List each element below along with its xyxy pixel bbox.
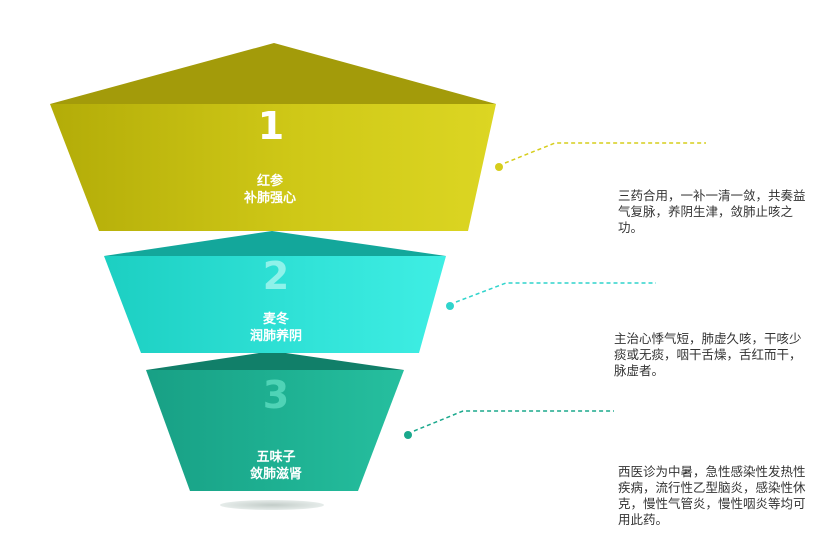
tier-2-front-face bbox=[104, 256, 446, 353]
connector-1 bbox=[495, 142, 706, 171]
tier-1-herb: 红参 bbox=[257, 173, 284, 189]
connector-2-line bbox=[455, 282, 656, 303]
tier-3-number: 3 bbox=[263, 373, 289, 417]
tier-2-top-face bbox=[104, 231, 446, 256]
tier-1-effect: 补肺强心 bbox=[243, 190, 296, 206]
connector-1-line bbox=[504, 142, 706, 164]
connector-2-dot bbox=[446, 302, 454, 310]
tier-3-top-face bbox=[146, 351, 404, 370]
funnel-tier-3: 3 五味子 敛肺滋肾 bbox=[146, 351, 404, 491]
tier-3-herb: 五味子 bbox=[256, 449, 295, 465]
tier-1-note: 三药合用，一补一清一敛，共奏益气复脉，养阴生津，敛肺止咳之功。 bbox=[618, 188, 806, 235]
tier-1-front-face bbox=[50, 104, 496, 231]
tier-2-effect: 润肺养阴 bbox=[250, 328, 302, 344]
connector-2 bbox=[446, 282, 656, 310]
tier-1-number: 1 bbox=[258, 104, 284, 148]
tier-2-number: 2 bbox=[263, 254, 289, 298]
funnel-tier-2: 2 麦冬 润肺养阴 bbox=[104, 231, 446, 353]
connector-3-dot bbox=[404, 431, 412, 439]
tier-3-note: 西医诊为中暑，急性感染性发热性疾病，流行性乙型脑炎，感染性休克，慢性气管炎，慢性… bbox=[618, 464, 806, 527]
connector-3-line bbox=[413, 410, 614, 432]
tier-2-note: 主治心悸气短，肺虚久咳，干咳少痰或无痰，咽干舌燥，舌红而干，脉虚者。 bbox=[614, 331, 802, 378]
tier-3-effect: 敛肺滋肾 bbox=[250, 466, 303, 482]
connector-3 bbox=[404, 410, 614, 439]
connector-1-dot bbox=[495, 163, 503, 171]
tier-3-front-face bbox=[146, 370, 404, 491]
funnel-shadow bbox=[220, 500, 324, 510]
funnel-tier-1: 1 红参 补肺强心 bbox=[50, 43, 496, 231]
tier-2-herb: 麦冬 bbox=[263, 311, 289, 327]
tier-1-top-face bbox=[50, 43, 496, 104]
